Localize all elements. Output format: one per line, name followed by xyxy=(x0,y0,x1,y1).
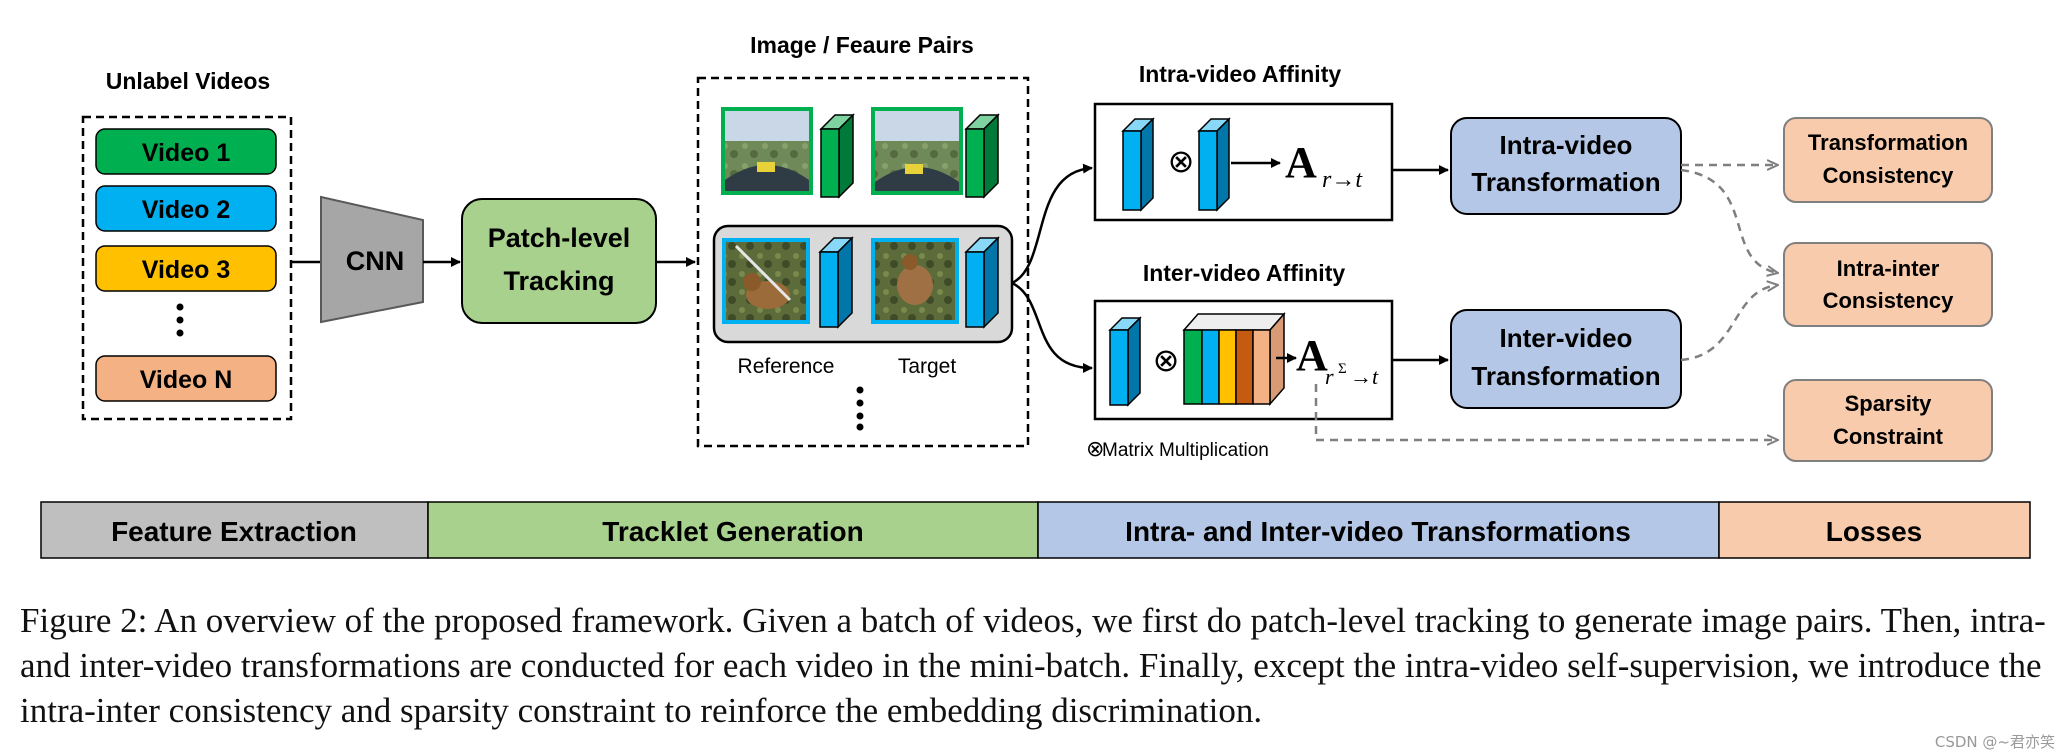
intra-affinity-symbol: A xyxy=(1285,138,1317,187)
image-pairs-title: Image / Feaure Pairs xyxy=(750,32,974,58)
intra-affinity-subscript: r→t xyxy=(1322,167,1363,193)
sparsity-constraint-loss: Sparsity Constraint xyxy=(1783,379,1993,462)
feature-block-blue-ref xyxy=(818,236,854,329)
image-pairs-group-box xyxy=(696,76,1030,448)
video-2-box: Video 2 xyxy=(95,185,277,232)
transformation-consistency-loss: Transformation Consistency xyxy=(1783,117,1993,203)
dog-reference-image xyxy=(722,238,810,324)
stage-feature-extraction xyxy=(40,501,429,559)
figure-caption: Figure 2: An overview of the proposed fr… xyxy=(20,601,2046,730)
intra-transform-block: Intra-video Transformation xyxy=(1450,117,1682,215)
dog-target-image xyxy=(871,238,959,324)
video-n-box: Video N xyxy=(95,355,277,402)
cnn-label: CNN xyxy=(346,246,405,276)
inter-sub-t: →t xyxy=(1350,364,1379,389)
inter-transform-line1: Inter-video xyxy=(1500,323,1633,353)
matrix-mult-legend-label: Matrix Multiplication xyxy=(1102,440,1269,461)
inter-transform-block: Inter-video Transformation xyxy=(1450,309,1682,409)
arrow-intra-to-intra-inter xyxy=(1680,168,1778,273)
sparsity-line1: Sparsity xyxy=(1845,391,1933,416)
arrow-pairs-intra xyxy=(1011,163,1093,285)
car-target-image xyxy=(871,107,963,195)
inter-transform-line2: Transformation xyxy=(1471,361,1660,391)
video-2-label: Video 2 xyxy=(142,196,230,224)
intra-transform-line1: Intra-video xyxy=(1500,130,1633,160)
video-3-box: Video 3 xyxy=(95,245,277,292)
arrow-inter-affinity-to-sparsity xyxy=(1314,384,1778,440)
car-reference-image xyxy=(721,107,813,195)
stage-tracklet-generation-label: Tracklet Generation xyxy=(602,516,863,547)
intra-feature-ref xyxy=(1121,117,1155,212)
intra-feature-target xyxy=(1197,117,1231,212)
video-1-label: Video 1 xyxy=(142,139,231,167)
intra-affinity-title: Intra-video Affinity xyxy=(1139,61,1342,87)
unlabel-videos-title: Unlabel Videos xyxy=(106,68,270,94)
video-3-label: Video 3 xyxy=(142,256,230,284)
stage-transformations xyxy=(1037,501,1720,559)
vertical-ellipsis-icon xyxy=(856,386,864,431)
arrow-pairs-inter xyxy=(1011,281,1093,373)
stage-bar: Feature Extraction Tracklet Generation I… xyxy=(40,501,2031,559)
inter-affinity-symbol: A xyxy=(1296,331,1328,380)
intra-otimes-icon: ⊗ xyxy=(1168,142,1195,180)
feature-block-green-1 xyxy=(819,113,855,199)
sparsity-line2: Constraint xyxy=(1833,424,1944,449)
target-label: Target xyxy=(898,355,957,378)
vertical-ellipsis-icon xyxy=(176,303,184,337)
intra-inter-consistency-loss: Intra-inter Consistency xyxy=(1783,242,1993,327)
matrix-mult-legend-icon: ⊗ xyxy=(1086,437,1104,462)
patch-tracking-block: Patch-level Tracking xyxy=(461,198,657,324)
inter-sub-sigma: Σ xyxy=(1338,361,1347,377)
inter-feature-stack xyxy=(1182,312,1286,406)
transformation-consistency-line1: Transformation xyxy=(1808,130,1968,155)
intra-inter-line1: Intra-inter xyxy=(1837,256,1940,281)
watermark: CSDN @~君亦笑 xyxy=(1934,733,2055,751)
inter-otimes-icon: ⊗ xyxy=(1153,341,1180,379)
intra-inter-line2: Consistency xyxy=(1823,288,1955,313)
feature-block-blue-target xyxy=(964,236,1000,329)
feature-block-green-2 xyxy=(964,113,1000,199)
inter-affinity-title: Inter-video Affinity xyxy=(1143,260,1346,286)
inter-sub-r: r xyxy=(1325,364,1334,389)
arrow-inter-to-intra-inter xyxy=(1680,285,1778,362)
stage-losses-label: Losses xyxy=(1826,516,1923,547)
reference-label: Reference xyxy=(738,355,835,378)
transformation-consistency-line2: Consistency xyxy=(1823,163,1955,188)
stage-losses xyxy=(1718,501,2031,559)
videos-group-box xyxy=(81,115,293,421)
stage-transformations-label: Intra- and Inter-video Transformations xyxy=(1125,516,1631,547)
tracking-label-line1: Patch-level xyxy=(488,223,631,253)
video-n-label: Video N xyxy=(140,366,233,394)
stage-feature-extraction-label: Feature Extraction xyxy=(111,516,357,547)
video-1-box: Video 1 xyxy=(95,128,277,175)
intra-transform-line2: Transformation xyxy=(1471,167,1660,197)
cnn-block: CNN xyxy=(320,195,424,324)
tracking-label-line2: Tracking xyxy=(503,266,614,296)
inter-feature-ref xyxy=(1108,316,1142,407)
stage-tracklet-generation xyxy=(427,501,1039,559)
framework-diagram: Unlabel Videos Video 1 Video 2 Video 3 V… xyxy=(40,32,2031,559)
